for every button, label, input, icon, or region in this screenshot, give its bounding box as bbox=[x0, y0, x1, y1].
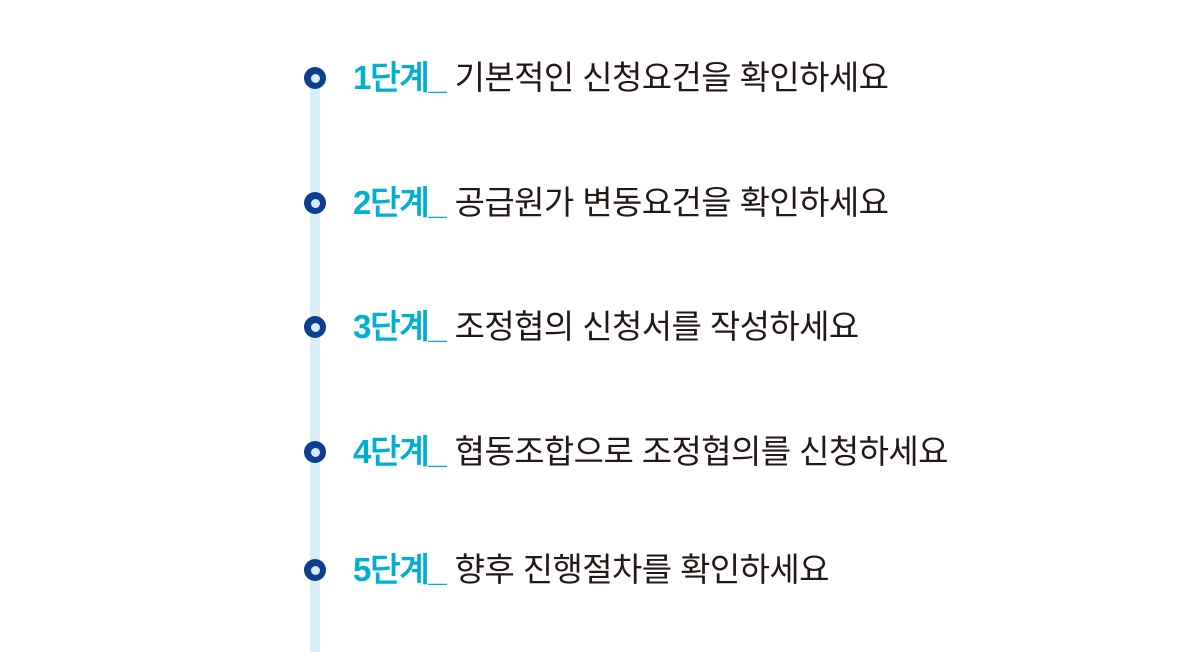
circle-bullet-icon bbox=[304, 441, 326, 463]
step-description: 조정협의 신청서를 작성하세요 bbox=[454, 307, 860, 345]
step-text: 5단계_향후 진행절차를 확인하세요 bbox=[353, 550, 830, 588]
timeline-connector-line bbox=[310, 78, 320, 652]
step-description: 협동조합으로 조정협의를 신청하세요 bbox=[454, 432, 949, 470]
list-item[interactable]: 2단계_공급원가 변동요건을 확인하세요 bbox=[0, 180, 1186, 226]
circle-bullet-core-icon bbox=[310, 73, 320, 83]
step-text: 3단계_조정협의 신청서를 작성하세요 bbox=[353, 307, 860, 345]
step-label: 4단계_ bbox=[353, 432, 447, 470]
step-text: 2단계_공급원가 변동요건을 확인하세요 bbox=[353, 183, 889, 221]
step-label: 3단계_ bbox=[353, 307, 447, 345]
list-item[interactable]: 4단계_협동조합으로 조정협의를 신청하세요 bbox=[0, 429, 1186, 475]
circle-bullet-core-icon bbox=[310, 322, 320, 332]
circle-bullet-core-icon bbox=[310, 565, 320, 575]
step-text: 4단계_협동조합으로 조정협의를 신청하세요 bbox=[353, 432, 949, 470]
step-label: 2단계_ bbox=[353, 183, 447, 221]
circle-bullet-core-icon bbox=[310, 198, 320, 208]
circle-bullet-icon bbox=[304, 192, 326, 214]
step-text: 1단계_기본적인 신청요건을 확인하세요 bbox=[353, 58, 889, 96]
step-label: 5단계_ bbox=[353, 550, 447, 588]
circle-bullet-icon bbox=[304, 559, 326, 581]
step-description: 향후 진행절차를 확인하세요 bbox=[454, 550, 830, 588]
circle-bullet-core-icon bbox=[310, 447, 320, 457]
step-label: 1단계_ bbox=[353, 58, 447, 96]
circle-bullet-icon bbox=[304, 316, 326, 338]
step-description: 기본적인 신청요건을 확인하세요 bbox=[454, 58, 889, 96]
list-item[interactable]: 5단계_향후 진행절차를 확인하세요 bbox=[0, 547, 1186, 593]
list-item[interactable]: 3단계_조정협의 신청서를 작성하세요 bbox=[0, 304, 1186, 350]
step-description: 공급원가 변동요건을 확인하세요 bbox=[454, 183, 889, 221]
circle-bullet-icon bbox=[304, 67, 326, 89]
list-item[interactable]: 1단계_기본적인 신청요건을 확인하세요 bbox=[0, 55, 1186, 101]
